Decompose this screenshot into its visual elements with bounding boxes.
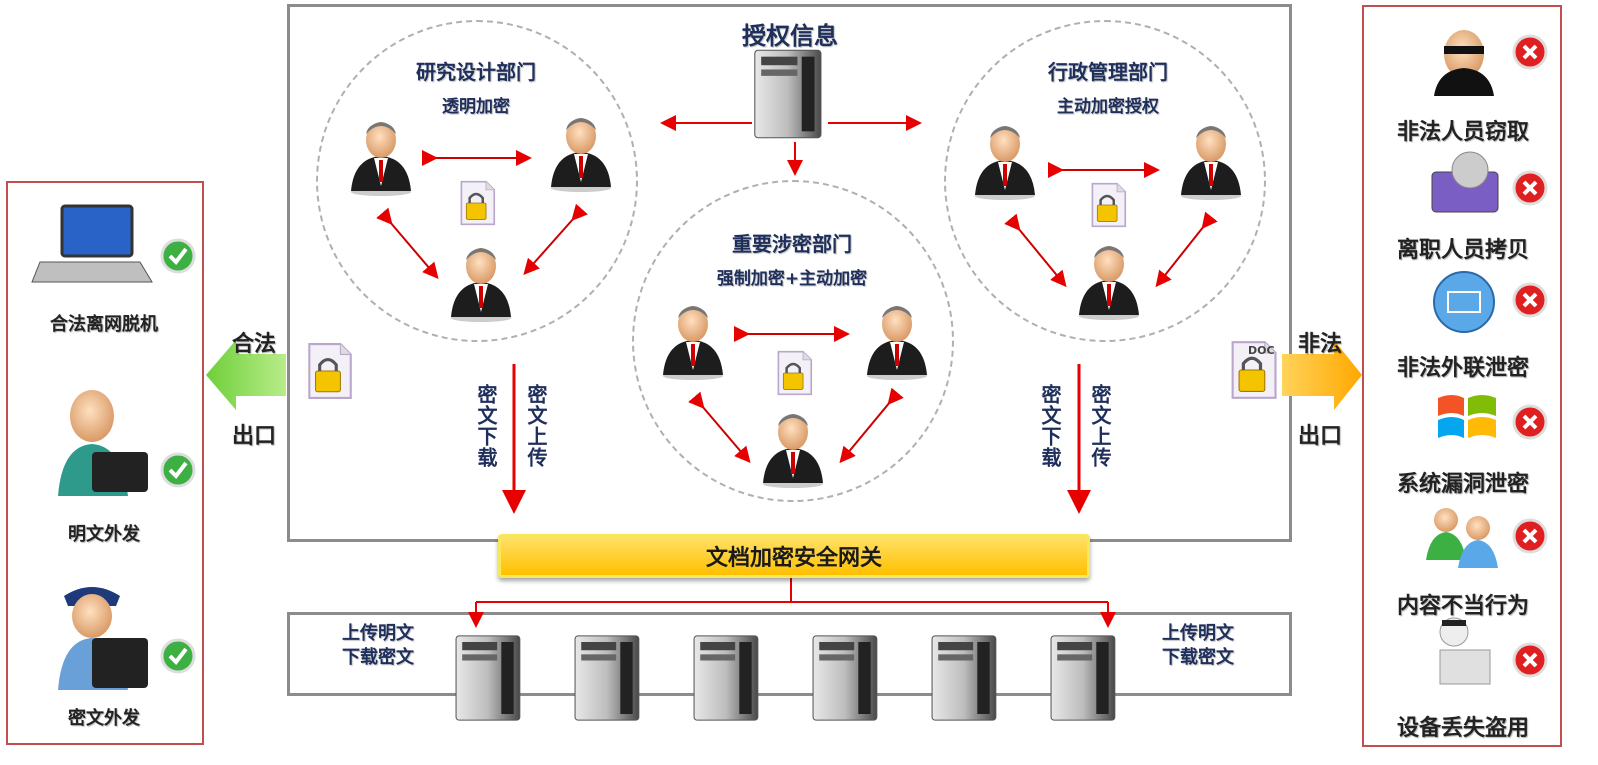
illegal-exit-panel xyxy=(1362,5,1562,747)
police-with-briefcase-icon xyxy=(58,587,148,690)
check-icon xyxy=(160,238,196,274)
person-icon xyxy=(351,122,411,196)
laptop-icon xyxy=(31,204,153,283)
person-icon xyxy=(867,306,927,380)
download-label-left: 密文下载 xyxy=(474,384,498,468)
thief-icon xyxy=(1434,30,1494,96)
download-label-right: 密文下载 xyxy=(1038,384,1062,468)
encrypted-doc-icon xyxy=(460,180,496,226)
cross-icon xyxy=(1512,282,1548,318)
admin-dept-circle xyxy=(944,20,1266,342)
secret-dept-circle xyxy=(632,180,954,502)
person-icon xyxy=(763,414,823,488)
cross-icon xyxy=(1512,34,1548,70)
server-note-line: 下载密文 xyxy=(1162,647,1234,668)
legal-exit-panel xyxy=(6,181,204,745)
user-with-briefcase-icon xyxy=(58,390,148,496)
check-icon xyxy=(160,638,196,674)
cross-icon xyxy=(1512,170,1548,206)
person-icon xyxy=(551,118,611,192)
upload-label-right: 密文上传 xyxy=(1088,384,1112,468)
users-group-icon xyxy=(1426,508,1498,568)
admin-dept-mode: 主动加密授权 xyxy=(1057,97,1159,117)
legal-exit-arrow xyxy=(206,340,286,410)
device-theft-icon xyxy=(1439,617,1491,685)
illegal-item-outbound: 非法外联泄密 xyxy=(1396,356,1529,381)
server-note-line: 上传明文 xyxy=(1162,623,1234,644)
legal-exit-bottom: 出口 xyxy=(231,424,276,449)
floppy-copy-icon xyxy=(1431,151,1499,213)
illegal-item-vuln: 系统漏洞泄密 xyxy=(1396,472,1529,497)
person-icon xyxy=(451,248,511,322)
legal-item-offline: 合法离网脱机 xyxy=(50,314,158,335)
legal-item-ciphertext: 密文外发 xyxy=(68,708,140,729)
server-icon xyxy=(574,635,640,721)
illegal-exit-top: 非法 xyxy=(1297,332,1342,357)
server-note-line: 上传明文 xyxy=(342,623,414,644)
illegal-item-content: 内容不当行为 xyxy=(1396,594,1529,619)
illegal-item-theft: 非法人员窃取 xyxy=(1396,120,1529,145)
auth-server-icon xyxy=(754,49,822,139)
server-icon xyxy=(455,635,521,721)
rd-dept-mode: 透明加密 xyxy=(442,97,510,117)
doc-tag: DOC xyxy=(1248,344,1275,357)
rd-dept-title: 研究设计部门 xyxy=(416,60,536,84)
illegal-item-copy: 离职人员拷贝 xyxy=(1396,238,1529,263)
secret-dept-mode: 强制加密+主动加密 xyxy=(716,269,868,289)
windows-logo-icon xyxy=(1438,395,1496,438)
person-icon xyxy=(975,126,1035,200)
rd-dept-circle xyxy=(316,20,638,342)
illegal-item-device: 设备丢失盗用 xyxy=(1396,716,1529,741)
secret-dept-title: 重要涉密部门 xyxy=(732,232,852,256)
person-icon xyxy=(1079,246,1139,320)
cross-icon xyxy=(1512,404,1548,440)
legal-item-plaintext: 明文外发 xyxy=(68,524,140,545)
server-note-left: 上传明文 下载密文 xyxy=(330,622,426,670)
server-zone xyxy=(287,612,1292,696)
cross-icon xyxy=(1512,642,1548,678)
server-note-line: 下载密文 xyxy=(342,647,414,668)
email-icon xyxy=(1433,271,1495,333)
admin-dept-title: 行政管理部门 xyxy=(1048,60,1168,84)
server-icon xyxy=(931,635,997,721)
check-icon xyxy=(160,452,196,488)
server-icon xyxy=(812,635,878,721)
encrypted-doc-icon xyxy=(777,350,813,396)
illegal-exit-bottom: 出口 xyxy=(1297,424,1342,449)
security-gateway: 文档加密安全网关 xyxy=(498,534,1090,578)
encrypted-doc-icon xyxy=(1091,182,1127,228)
person-icon xyxy=(1181,126,1241,200)
encrypted-doc-icon xyxy=(307,342,353,400)
legal-exit-top: 合法 xyxy=(231,332,276,357)
cross-icon xyxy=(1512,518,1548,554)
illegal-exit-arrow xyxy=(1282,340,1362,410)
person-icon xyxy=(663,306,723,380)
server-icon xyxy=(1050,635,1116,721)
server-note-right: 上传明文 下载密文 xyxy=(1150,622,1246,670)
server-icon xyxy=(693,635,759,721)
auth-info-title: 授权信息 xyxy=(742,22,838,50)
upload-label-left: 密文上传 xyxy=(524,384,548,468)
